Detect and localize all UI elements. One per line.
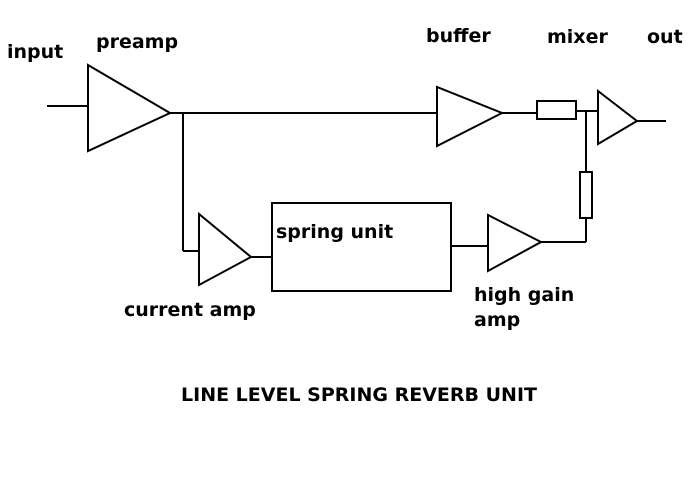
buffer-triangle bbox=[436, 85, 505, 148]
mixer-label: mixer bbox=[547, 26, 608, 48]
preamp-triangle bbox=[87, 63, 173, 153]
diagram-title: LINE LEVEL SPRING REVERB UNIT bbox=[181, 384, 537, 406]
mixer-triangle bbox=[597, 88, 639, 146]
current-amp-label: current amp bbox=[124, 299, 256, 321]
spring-unit-label: spring unit bbox=[276, 221, 393, 243]
preamp-label: preamp bbox=[96, 31, 178, 53]
spring-unit-box bbox=[271, 202, 452, 292]
mixer-resistor-vertical bbox=[579, 171, 593, 219]
mixer-resistor-horizontal bbox=[536, 100, 577, 120]
input-label: input bbox=[7, 41, 63, 63]
high-gain-amp-triangle bbox=[487, 213, 544, 273]
high-gain-amp-label-line1: high gain bbox=[474, 284, 574, 306]
buffer-label: buffer bbox=[426, 25, 491, 47]
out-label: out bbox=[647, 26, 683, 48]
high-gain-amp-label-line2: amp bbox=[474, 309, 520, 331]
current-amp-triangle bbox=[198, 211, 253, 287]
